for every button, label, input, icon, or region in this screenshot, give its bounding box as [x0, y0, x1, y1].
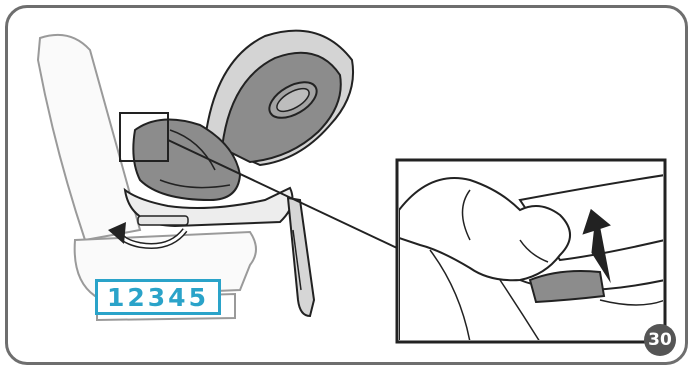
step-number-badge: 30	[644, 324, 676, 356]
step-number: 30	[648, 330, 672, 350]
support-leg	[288, 198, 314, 316]
release-button	[530, 271, 604, 302]
vehicle-seat-backrest	[38, 35, 140, 240]
compatibility-positions-box: 12345	[95, 279, 221, 315]
zoomed-detail-panel	[397, 160, 665, 342]
compatibility-positions-label: 12345	[107, 283, 209, 312]
base-release-handle	[138, 216, 188, 225]
